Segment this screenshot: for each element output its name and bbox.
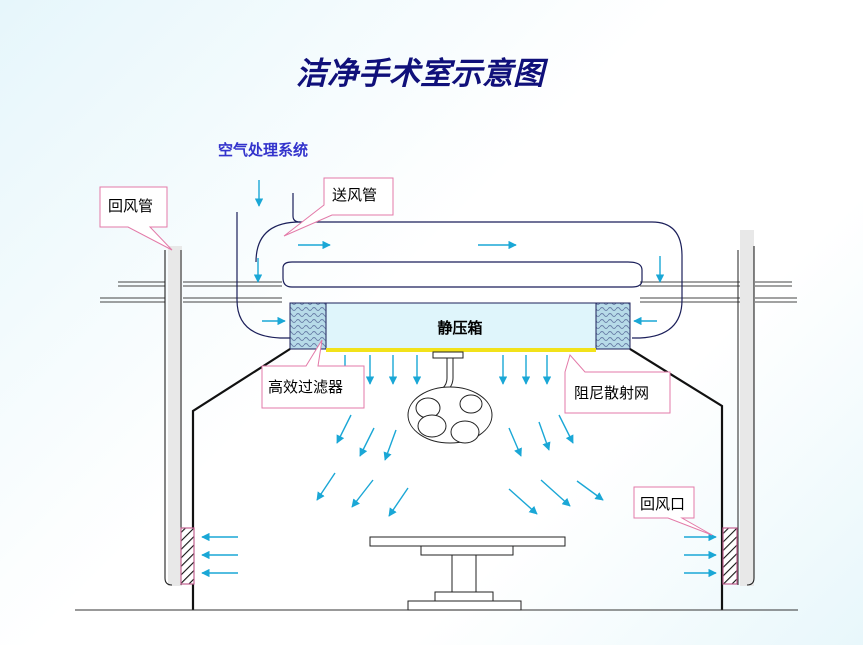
air-handling-system-label: 空气处理系统 — [218, 141, 308, 159]
supply-duct — [236, 193, 683, 339]
hepa-filter-left — [289, 302, 327, 350]
plenum-box-label: 静压箱 — [437, 319, 482, 337]
callout-return-vent: 回风口 — [633, 486, 713, 536]
callout-hepa-filter: 高效过滤器 — [261, 339, 365, 409]
return-duct-label: 回风管 — [108, 197, 153, 215]
damper-grille — [326, 348, 596, 352]
callout-damper-grille: 阻尼散射网 — [564, 353, 671, 414]
return-vent-label: 回风口 — [640, 495, 685, 513]
damper-grille-label: 阻尼散射网 — [574, 384, 649, 402]
hepa-filter-label: 高效过滤器 — [268, 378, 343, 396]
callout-supply-duct: 送风管 — [283, 177, 394, 237]
page-title: 洁净手术室示意图 — [296, 56, 549, 92]
room-wall-right — [629, 348, 724, 610]
return-duct-right — [737, 230, 755, 586]
ceiling-beams — [100, 281, 797, 303]
return-vent-left — [180, 527, 195, 585]
hepa-filter-right — [595, 302, 631, 350]
airflow-arrows — [201, 180, 717, 578]
return-duct-left — [164, 246, 182, 586]
surgical-lamp-icon — [407, 351, 493, 444]
return-vent-right — [722, 527, 738, 585]
supply-duct-label: 送风管 — [332, 186, 377, 204]
operating-table-icon — [369, 536, 566, 611]
callout-return-duct: 回风管 — [99, 186, 173, 251]
